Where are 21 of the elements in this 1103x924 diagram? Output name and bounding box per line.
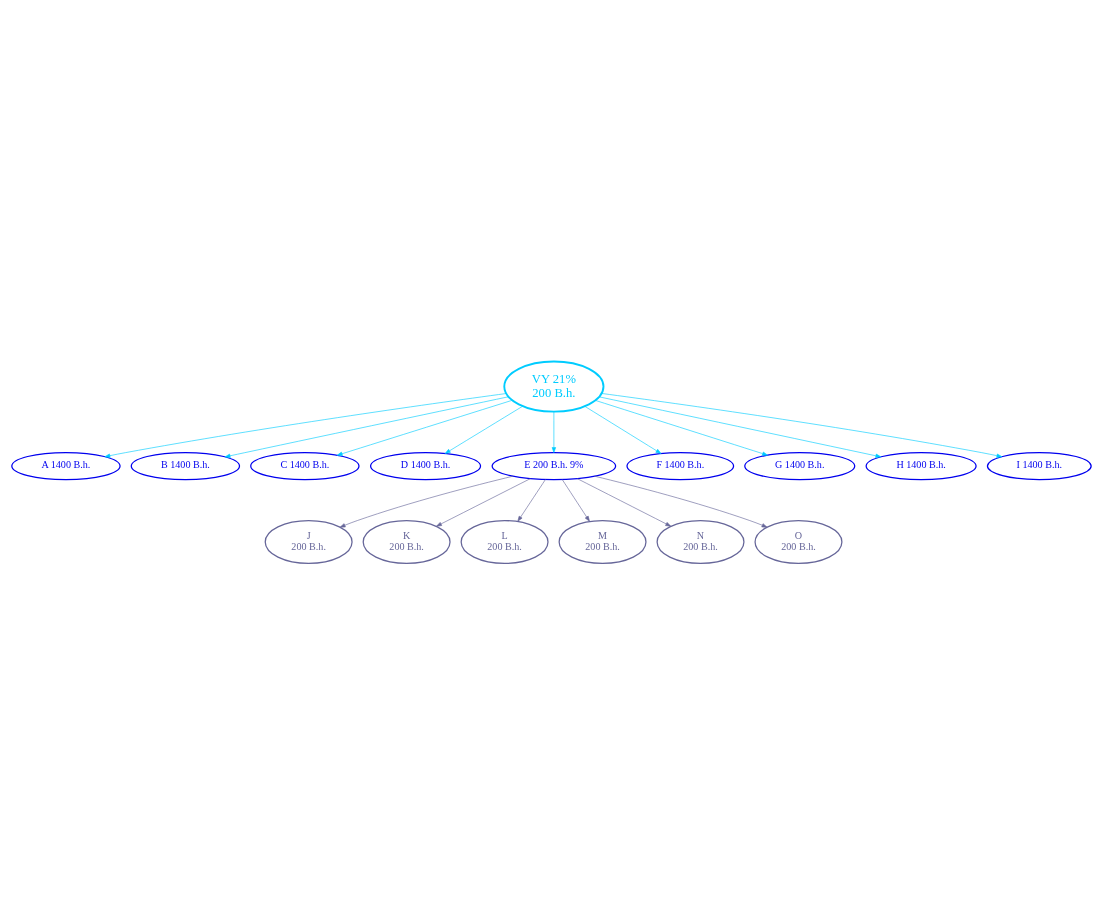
arrow bbox=[444, 405, 524, 454]
arrow bbox=[336, 399, 513, 456]
arrow bbox=[584, 405, 662, 454]
arrow bbox=[436, 477, 531, 527]
arrow bbox=[595, 399, 768, 456]
arrow bbox=[224, 396, 509, 458]
node-ellipse: E 200 B.h. 9% bbox=[491, 451, 617, 480]
arrow bbox=[561, 478, 590, 522]
arrow bbox=[104, 392, 507, 458]
arrow bbox=[551, 410, 556, 453]
arrow bbox=[517, 478, 546, 522]
node-ellipse: F 1400 B.h. bbox=[626, 451, 735, 480]
node-ellipse: D 1400 B.h. bbox=[370, 451, 482, 480]
node-ellipse: L 200 B.h. bbox=[460, 519, 549, 564]
arrow bbox=[576, 477, 672, 527]
node-ellipse: VY 21% 200 B.h. bbox=[503, 360, 605, 413]
arrow bbox=[601, 392, 1003, 458]
arrow bbox=[594, 475, 768, 527]
arrow bbox=[339, 475, 514, 527]
arrow bbox=[598, 396, 882, 458]
node-ellipse: M 200 B.h. bbox=[558, 519, 647, 564]
